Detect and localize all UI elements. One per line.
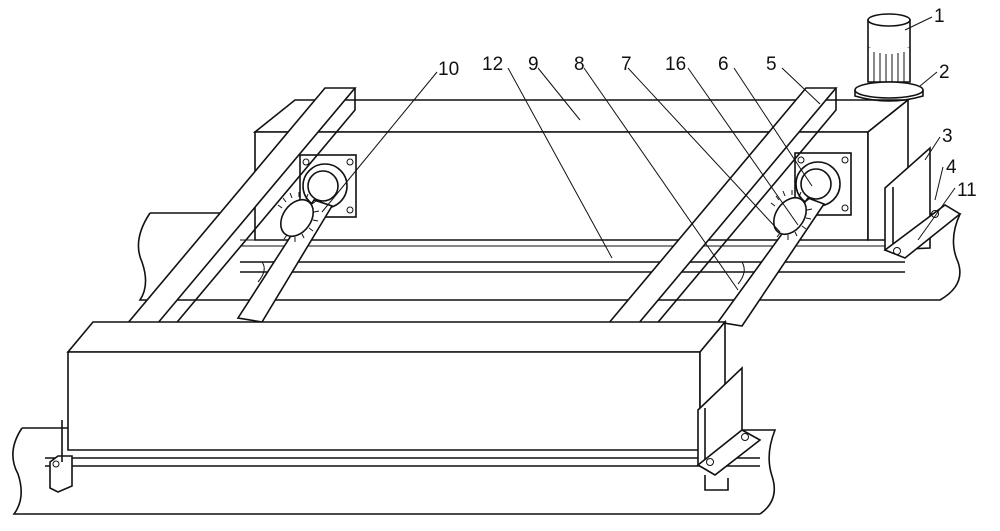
slider-bracket-back (883, 146, 962, 259)
label-12: 12 (482, 54, 503, 75)
label-6: 6 (718, 54, 729, 75)
reference-labels: 1 2 3 4 5 6 7 8 9 10 11 12 16 (438, 6, 977, 201)
leader-lines (321, 16, 956, 291)
label-4: 4 (946, 157, 957, 178)
gear-left (277, 192, 320, 242)
label-3: 3 (942, 126, 953, 147)
slider-bracket-front-right (696, 366, 762, 491)
label-5: 5 (766, 54, 777, 75)
label-9: 9 (528, 54, 539, 75)
label-8: 8 (574, 54, 585, 75)
gear-right (770, 190, 813, 240)
slider-bracket-front-left (49, 420, 73, 493)
motor-flange (854, 81, 924, 102)
screw-shaft-right (716, 197, 826, 327)
label-1: 1 (934, 6, 945, 27)
front-housing (66, 319, 727, 452)
label-16: 16 (665, 54, 686, 75)
motor (867, 13, 911, 83)
label-7: 7 (621, 54, 632, 75)
label-11: 11 (957, 180, 977, 201)
label-10: 10 (438, 59, 459, 80)
bearing-plate-left (299, 154, 357, 218)
label-2: 2 (939, 62, 950, 83)
